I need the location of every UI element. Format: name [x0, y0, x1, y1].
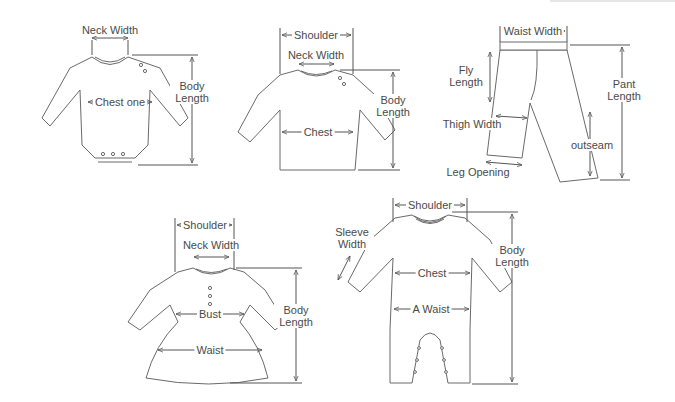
dimension-arrow [393, 198, 394, 222]
snap-button [414, 371, 417, 374]
romper-figure-outline [416, 219, 444, 224]
dimension-arrow [393, 72, 394, 168]
snap-button [445, 371, 448, 374]
dimension-label: Shoulder [181, 219, 229, 231]
snap-button [416, 359, 419, 362]
snap-button [418, 347, 421, 350]
dimension-arrow [132, 55, 198, 56]
dimension-label: Chest one [93, 96, 147, 108]
bodysuit-figure-outline [42, 57, 188, 158]
dimension-arrow [236, 268, 302, 269]
dimension-label: Body Length [490, 244, 534, 268]
shirt-figure-outline [301, 71, 332, 75]
dimension-label: outseam [569, 139, 615, 151]
snap-button [101, 152, 104, 155]
dimension-label: Waist [194, 344, 225, 356]
dimension-label: Shoulder [406, 199, 454, 211]
dimension-label: Body Length [170, 80, 214, 104]
pants-figure-outline [531, 50, 537, 100]
dimension-arrow [340, 70, 400, 71]
snap-button [208, 302, 211, 305]
snap-button [208, 294, 211, 297]
dimension-label: Neck Width [80, 24, 140, 36]
dimension-label: Chest [416, 267, 449, 279]
dimension-label: Body Length [371, 94, 415, 118]
pants-figure-outline [487, 50, 598, 182]
dimension-arrow [192, 57, 193, 163]
dimension-arrow [486, 162, 522, 165]
dimension-arrow [299, 64, 334, 65]
snap-button [139, 63, 142, 66]
snap-button [111, 152, 114, 155]
dress-figure [128, 218, 302, 384]
dimension-arrow [353, 28, 354, 74]
dimension-arrow [567, 26, 568, 42]
shirt-figure-outline [238, 70, 395, 170]
dimension-arrow [92, 38, 128, 39]
dimension-label: Pant Length [602, 78, 646, 102]
dimension-label: Neck Width [286, 49, 346, 61]
dimension-arrow [358, 170, 400, 171]
snap-button [338, 76, 341, 79]
dimension-arrow [512, 214, 513, 382]
dimension-label: A Waist [411, 303, 452, 315]
dimension-label: Shoulder [292, 29, 340, 41]
snap-button [121, 152, 124, 155]
dimension-label: Waist Width [502, 25, 564, 37]
dimension-arrow [472, 384, 518, 385]
dimension-arrow [600, 180, 630, 181]
dimension-arrow [230, 383, 302, 384]
pants-figure-outline [500, 42, 567, 50]
dimension-arrow [338, 256, 350, 280]
dimension-label: Chest [302, 126, 335, 138]
dress-figure-outline [128, 268, 285, 384]
snap-button [208, 286, 211, 289]
dimension-label: Sleeve Width [330, 226, 374, 250]
dimension-arrow [194, 257, 229, 258]
snap-button [143, 69, 146, 72]
dimension-label: Fly Length [445, 64, 487, 88]
dimension-label: Leg Opening [445, 166, 512, 178]
dimension-arrow [138, 165, 198, 166]
dimension-arrow [92, 40, 93, 55]
bodysuit-figure-outline [98, 162, 132, 163]
dimension-arrow [280, 28, 281, 74]
snap-button [441, 347, 444, 350]
dimension-arrow [175, 218, 176, 272]
dimension-label: Thigh Width [441, 118, 504, 130]
dimension-label: Body Length [274, 304, 318, 328]
bodysuit-figure-outline [95, 57, 125, 62]
snap-button [342, 82, 345, 85]
dimension-label: Neck Width [181, 239, 241, 251]
dimension-arrow [622, 47, 623, 178]
dimension-arrow [500, 26, 501, 42]
top-rule [550, 1, 675, 2]
dimension-arrow [570, 45, 630, 46]
snap-button [443, 359, 446, 362]
dimension-arrow [128, 40, 129, 55]
dress-figure-outline [196, 269, 227, 273]
pants-figure [486, 26, 630, 182]
dimension-arrow [467, 198, 468, 222]
dimension-label: Bust [197, 308, 223, 320]
dimension-arrow [490, 52, 491, 102]
dimension-arrow [452, 212, 518, 213]
